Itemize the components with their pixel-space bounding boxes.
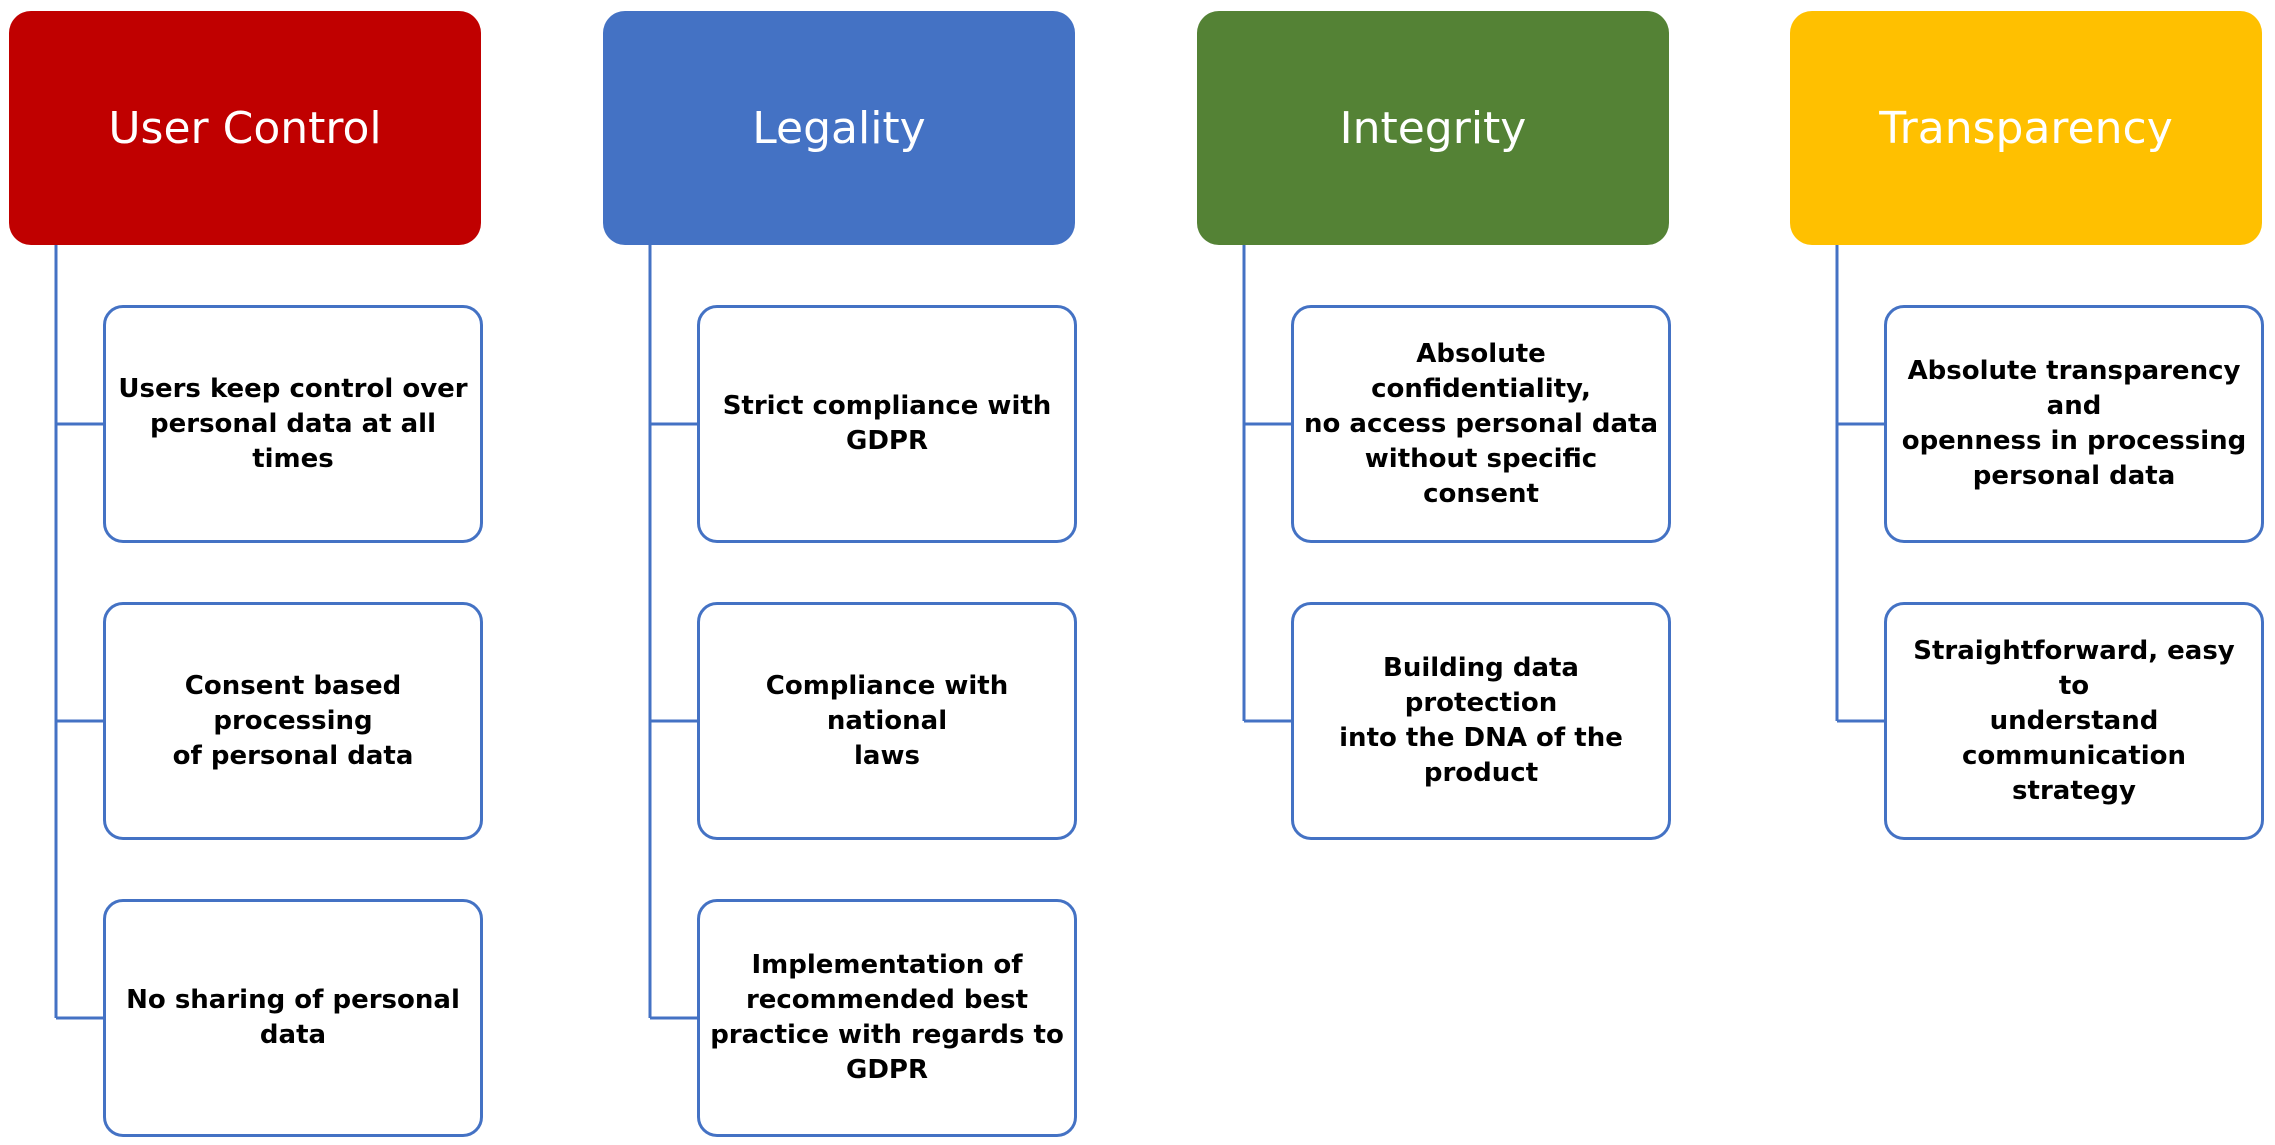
header-title: Transparency	[1879, 102, 2173, 154]
item-line: Consent based processing	[184, 670, 402, 736]
header-title: User Control	[108, 102, 382, 154]
item-line: understand	[1989, 705, 2159, 736]
item-line: Straightforward, easy to	[1913, 635, 2235, 701]
item-text: Building data protection into the DNA of…	[1304, 651, 1658, 791]
item-text: Strict compliance with GDPR	[723, 389, 1052, 459]
item-line: No sharing of personal	[126, 985, 460, 1015]
item-box: Implementation of recommended best pract…	[697, 899, 1077, 1137]
item-box: Building data protection into the DNA of…	[1291, 602, 1671, 840]
header-title: Legality	[752, 102, 926, 154]
item-line: product	[1423, 758, 1539, 788]
item-text: Absolute transparency and openness in pr…	[1897, 354, 2251, 494]
item-text: Absolute confidentiality, no access pers…	[1304, 337, 1658, 512]
item-line: Users keep control over	[118, 373, 468, 404]
item-line: Compliance with national	[765, 670, 1009, 736]
item-box: Consent based processing of personal dat…	[103, 602, 483, 840]
item-text: Implementation of recommended best pract…	[710, 948, 1064, 1088]
header-integrity: Integrity	[1197, 11, 1669, 245]
item-line: communication strategy	[1961, 740, 2187, 806]
item-box: Straightforward, easy to understand comm…	[1884, 602, 2264, 840]
item-box: Compliance with national laws	[697, 602, 1077, 840]
item-line: Absolute confidentiality,	[1371, 338, 1591, 404]
item-line: personal data at all times	[150, 408, 436, 474]
item-line: laws	[854, 740, 920, 771]
item-line: GDPR	[845, 426, 928, 456]
column-legality: Legality Strict compliance with GDPR Com…	[603, 0, 1083, 1145]
item-line: Absolute transparency and	[1907, 356, 2241, 421]
column-integrity: Integrity Absolute confidentiality, no a…	[1197, 0, 1677, 1145]
item-box: Absolute transparency and openness in pr…	[1884, 305, 2264, 543]
header-legality: Legality	[603, 11, 1075, 245]
item-box: Strict compliance with GDPR	[697, 305, 1077, 543]
item-line: no access personal data	[1304, 408, 1658, 439]
header-title: Integrity	[1339, 102, 1527, 154]
item-line: without specific consent	[1364, 443, 1598, 509]
item-line: openness in processing	[1901, 426, 2247, 456]
item-text: Consent based processing of personal dat…	[116, 669, 470, 774]
header-transparency: Transparency	[1790, 11, 2262, 245]
item-text: Users keep control over personal data at…	[116, 372, 470, 477]
item-line: data	[259, 1020, 327, 1050]
item-line: Building data protection	[1383, 653, 1579, 718]
item-box: Absolute confidentiality, no access pers…	[1291, 305, 1671, 543]
item-line: of personal data	[172, 740, 414, 771]
item-text: No sharing of personal data	[126, 983, 460, 1053]
item-line: into the DNA of the	[1339, 723, 1623, 753]
item-line: practice with regards to	[710, 1020, 1064, 1050]
item-text: Straightforward, easy to understand comm…	[1897, 634, 2251, 809]
item-text: Compliance with national laws	[710, 669, 1064, 774]
item-line: recommended best	[745, 985, 1029, 1015]
item-line: Strict compliance with	[722, 391, 1052, 421]
item-box: No sharing of personal data	[103, 899, 483, 1137]
item-line: GDPR	[846, 1055, 928, 1085]
item-box: Users keep control over personal data at…	[103, 305, 483, 543]
item-line: personal data	[1972, 461, 2176, 491]
item-line: Implementation of	[751, 950, 1023, 980]
column-user-control: User Control Users keep control over per…	[9, 0, 489, 1145]
header-user-control: User Control	[9, 11, 481, 245]
column-transparency: Transparency Absolute transparency and o…	[1790, 0, 2270, 1145]
